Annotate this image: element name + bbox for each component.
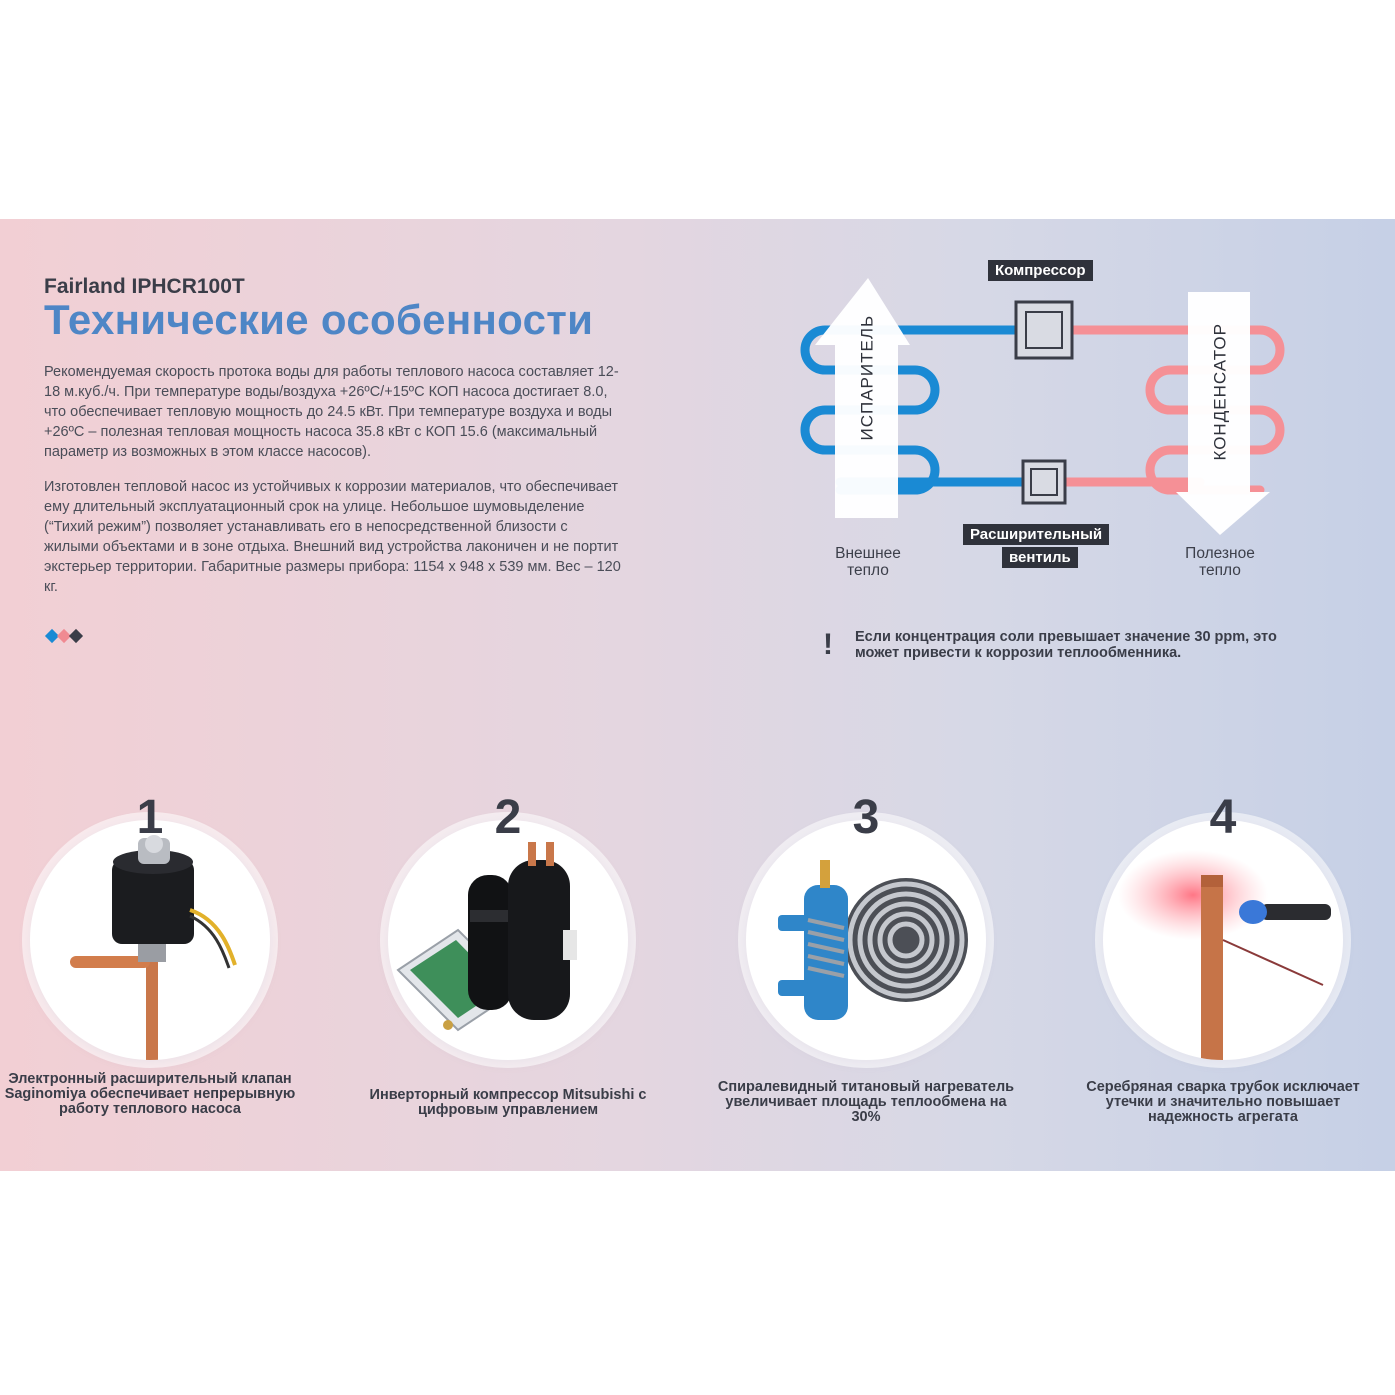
- feature-3-image: [746, 820, 986, 1060]
- expansion-valve-icon: [70, 835, 237, 1060]
- heat-pump-cycle-graphic: [800, 278, 1285, 535]
- description-paragraph-1: Рекомендуемая скорость протока воды для …: [44, 364, 619, 460]
- valve-tag-line1: Расширительный: [963, 524, 1110, 545]
- outer-heat-line2: тепло: [847, 562, 889, 579]
- titanium-heat-exchanger-icon: [778, 860, 968, 1020]
- compressor-tag: Компрессор: [988, 260, 1093, 281]
- valve-box: [1021, 459, 1067, 505]
- feature-4-number: 4: [1209, 791, 1237, 844]
- valve-tag-line2: вентиль: [1002, 547, 1078, 568]
- warning-text: Если концентрация соли превышает значени…: [855, 629, 1277, 661]
- useful-heat-label: Полезное тепло: [1170, 545, 1270, 579]
- feature-card-3: 3 Спиралевидный титановый нагреватель ув…: [716, 790, 1016, 1150]
- feature-4-caption: Серебряная сварка трубок исключает утечк…: [1086, 1079, 1360, 1125]
- page-title: Технические особенности: [44, 296, 594, 343]
- condenser-label: КОНДЕНСАТОР: [1210, 323, 1230, 461]
- compressor-icon: [396, 842, 577, 1032]
- feature-3-number: 3: [852, 791, 880, 844]
- evaporator-arrow: [815, 278, 910, 518]
- feature-card-2: 2 Инверторный компрессор Mitsubishi с ци…: [358, 790, 658, 1150]
- description-paragraph-2: Изготовлен тепловой насос из устойчивых …: [44, 479, 621, 595]
- outer-heat-line1: Внешнее: [835, 545, 901, 562]
- feature-1-image: [30, 820, 270, 1060]
- feature-2-image: [388, 820, 628, 1060]
- feature-4-image: [1103, 820, 1343, 1060]
- compressor-box: [1014, 300, 1074, 360]
- feature-card-1: 1 Электронный расширительный клапан Sagi…: [0, 790, 300, 1150]
- silver-welding-icon: [1118, 850, 1331, 1060]
- feature-3-caption: Спиралевидный титановый нагреватель увел…: [717, 1079, 1015, 1125]
- decorative-diamonds-icon: [44, 628, 84, 644]
- evaporator-label: ИСПАРИТЕЛЬ: [857, 314, 877, 441]
- feature-1-number: 1: [136, 791, 164, 844]
- heat-pump-diagram: ИСПАРИТЕЛЬ КОНДЕНСАТОР Компрессор Расшир…: [780, 250, 1320, 595]
- useful-heat-line2: тепло: [1199, 562, 1241, 579]
- feature-1-caption: Электронный расширительный клапан Sagino…: [4, 1071, 296, 1117]
- useful-heat-line1: Полезное: [1185, 545, 1255, 562]
- condenser-arrow: [1176, 292, 1270, 535]
- brand-label: Fairland IPHCR100T: [44, 275, 245, 298]
- warning-mark: !: [823, 628, 833, 661]
- feature-card-4: 4 Серебряная сварка трубок исключает уте…: [1073, 790, 1373, 1150]
- feature-2-number: 2: [494, 791, 522, 844]
- feature-2-caption: Инверторный компрессор Mitsubishi с цифр…: [369, 1087, 647, 1118]
- outer-heat-label: Внешнее тепло: [818, 545, 918, 579]
